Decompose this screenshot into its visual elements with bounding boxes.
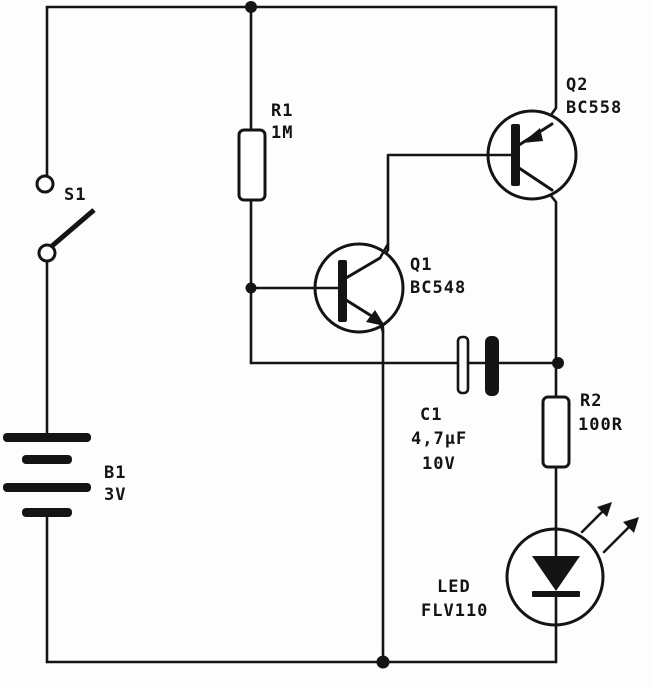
label-c1-name: C1 — [420, 405, 442, 425]
transistor-q1 — [313, 242, 405, 334]
switch-lever — [50, 208, 96, 248]
label-r2-value: 100R — [578, 415, 623, 435]
label-c1-value: 4,7µF — [411, 429, 467, 449]
led — [505, 502, 639, 627]
junction-top — [245, 1, 257, 13]
wires — [45, 5, 560, 664]
resistor-r1 — [237, 128, 267, 202]
label-q2-name: Q2 — [566, 75, 588, 95]
capacitor-c1-plate-plus — [456, 335, 470, 395]
capacitor-c1-plate-minus — [485, 336, 499, 396]
label-q1-name: Q1 — [410, 255, 432, 275]
label-led-type: FLV110 — [421, 601, 488, 621]
battery-plate-3 — [3, 483, 91, 492]
led-ray-1-head — [597, 502, 612, 517]
led-ray-1 — [580, 508, 606, 534]
junction-cap-right — [552, 357, 564, 369]
transistor-q2-arrow — [522, 128, 543, 143]
transistor-q1-emitter-lead — [378, 320, 385, 334]
battery-plate-4 — [22, 508, 72, 517]
led-cathode-bar — [532, 591, 580, 597]
battery-plate-2 — [22, 455, 72, 464]
label-b1-value: 3V — [104, 485, 126, 505]
junction-q1-base — [245, 282, 257, 294]
transistor-q2-collector — [517, 166, 554, 192]
battery-plate-1 — [3, 433, 91, 442]
label-b1-name: B1 — [104, 463, 126, 483]
transistor-q1-base-bar — [338, 260, 347, 322]
resistor-r2 — [541, 395, 571, 469]
switch-s1 — [35, 174, 96, 263]
led-triangle — [532, 556, 580, 591]
label-q1-type: BC548 — [410, 278, 466, 298]
switch-contact-bottom — [37, 243, 57, 263]
label-r2-name: R2 — [580, 391, 602, 411]
label-r1-name: R1 — [271, 101, 293, 121]
transistor-q1-collector — [344, 256, 382, 280]
junction-ground — [376, 655, 390, 669]
led-ray-2-head — [623, 517, 639, 533]
led-ray-2 — [602, 524, 632, 554]
transistor-q2-base-bar — [511, 124, 520, 186]
transistor-q2 — [486, 109, 578, 201]
label-r1-value: 1M — [271, 123, 293, 143]
switch-contact-top — [35, 174, 55, 194]
labels: S1 B1 3V R1 1M Q1 BC548 Q2 BC558 C1 4,7µ… — [64, 75, 623, 621]
junctions — [245, 1, 564, 669]
battery-b1 — [3, 433, 91, 517]
label-q2-type: BC558 — [566, 98, 622, 118]
label-s1: S1 — [64, 185, 86, 205]
label-led-name: LED — [437, 577, 471, 597]
wire-q1-emitter — [378, 311, 385, 664]
capacitor-c1 — [456, 335, 499, 396]
transistor-q1-collector-lead — [378, 242, 390, 260]
label-c1-voltage: 10V — [422, 454, 456, 474]
